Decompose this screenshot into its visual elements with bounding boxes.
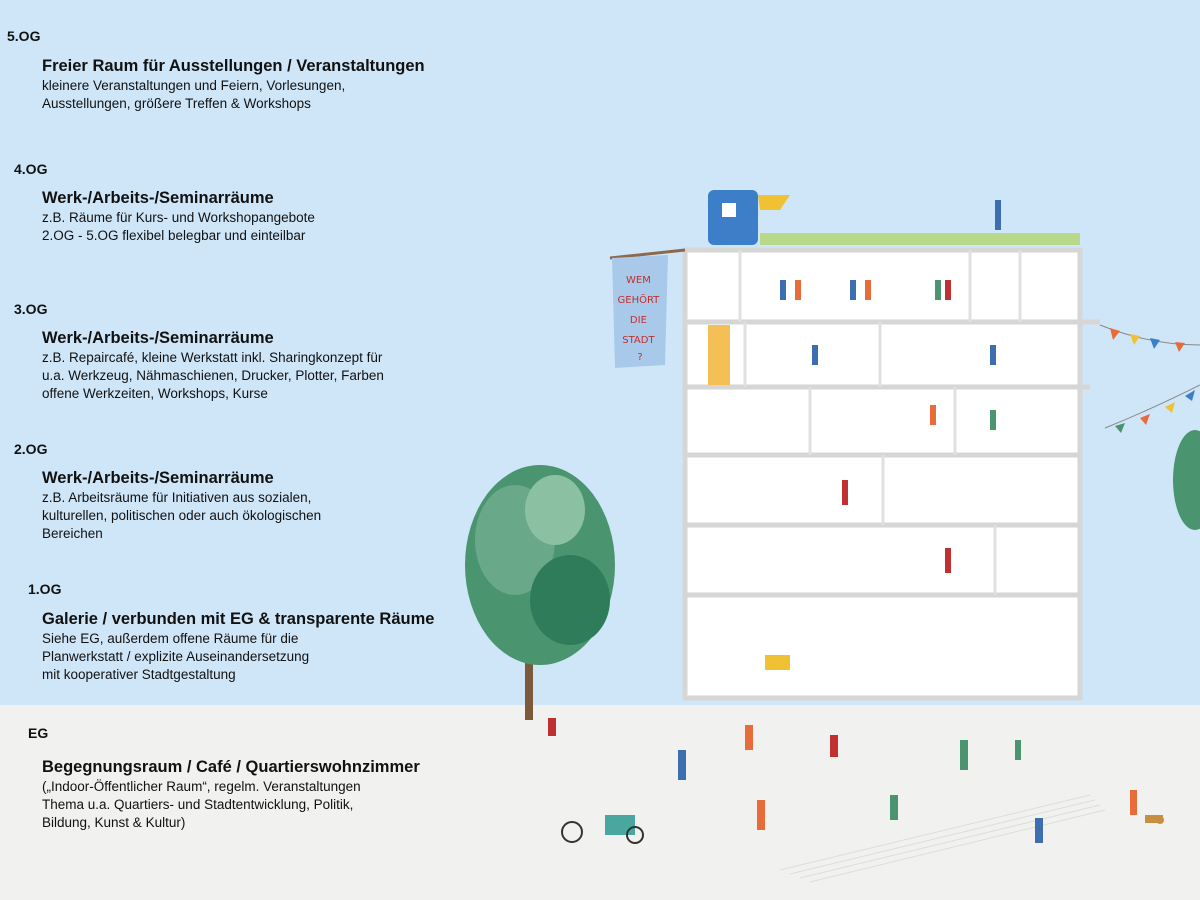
banner-text: WEM GEHÖRT DIE STADT ? bbox=[618, 275, 663, 363]
floor-desc-line: Bereichen bbox=[42, 526, 103, 541]
level-label: EG bbox=[28, 725, 49, 741]
banner-line: STADT bbox=[622, 335, 655, 346]
bunting bbox=[1099, 324, 1200, 433]
ground bbox=[0, 705, 1200, 900]
banner-line: WEM bbox=[626, 275, 651, 286]
door-yellow bbox=[708, 325, 730, 385]
floor-desc-line: kleinere Veranstaltungen und Feiern, Vor… bbox=[42, 78, 346, 93]
floor-desc-line: Siehe EG, außerdem offene Räume für die bbox=[42, 631, 299, 646]
floor-title: Galerie / verbunden mit EG & transparent… bbox=[42, 610, 435, 628]
banner-line: ? bbox=[637, 352, 642, 363]
level-label: 5.OG bbox=[7, 28, 41, 44]
floor-desc-line: 2.OG - 5.OG flexibel belegbar und eintei… bbox=[42, 228, 306, 243]
level-label: 2.OG bbox=[14, 441, 48, 457]
floor-desc-line: z.B. Räume für Kurs- und Workshopangebot… bbox=[42, 210, 315, 225]
floor-desc-line: z.B. Repaircafé, kleine Werkstatt inkl. … bbox=[42, 350, 383, 365]
floor-desc-line: Ausstellungen, größere Treffen & Worksho… bbox=[42, 96, 311, 111]
floor-desc-line: Planwerkstatt / explizite Auseinanderset… bbox=[42, 649, 310, 664]
rooftop-hut bbox=[708, 190, 1080, 245]
floor-title: Werk-/Arbeits-/Seminarräume bbox=[42, 469, 274, 487]
floor-title: Werk-/Arbeits-/Seminarräume bbox=[42, 329, 274, 347]
floor-desc-line: („Indoor-Öffentlicher Raum“, regelm. Ver… bbox=[42, 779, 361, 794]
floor-desc-line: kulturellen, politischen oder auch ökolo… bbox=[42, 508, 322, 523]
banner bbox=[609, 248, 686, 368]
floor-title: Begegnungsraum / Café / Quartierswohnzim… bbox=[42, 758, 420, 776]
interior-walls bbox=[738, 250, 1022, 595]
floor-desc-line: Bildung, Kunst & Kultur) bbox=[42, 815, 186, 830]
level-label: 1.OG bbox=[28, 581, 62, 597]
tree-right bbox=[1173, 430, 1200, 530]
banner-line: GEHÖRT bbox=[618, 293, 661, 306]
floor-desc-line: mit kooperativer Stadtgestaltung bbox=[42, 667, 236, 682]
floor-desc-line: z.B. Arbeitsräume für Initiativen aus so… bbox=[42, 490, 312, 505]
level-label: 4.OG bbox=[14, 161, 48, 177]
people-figures bbox=[548, 200, 1164, 844]
floor-desc-line: offene Werkzeiten, Workshops, Kurse bbox=[42, 386, 268, 401]
floor-title: Freier Raum für Ausstellungen / Veransta… bbox=[42, 57, 425, 75]
tree-illustration bbox=[465, 465, 615, 720]
ground-stairs bbox=[779, 794, 1106, 883]
banner-line: DIE bbox=[630, 315, 647, 326]
floor-desc-line: Thema u.a. Quartiers- und Stadtentwicklu… bbox=[42, 797, 354, 812]
floor-desc-line: u.a. Werkzeug, Nähmaschienen, Drucker, P… bbox=[42, 368, 384, 383]
level-label: 3.OG bbox=[14, 301, 48, 317]
floor-title: Werk-/Arbeits-/Seminarräume bbox=[42, 189, 274, 207]
